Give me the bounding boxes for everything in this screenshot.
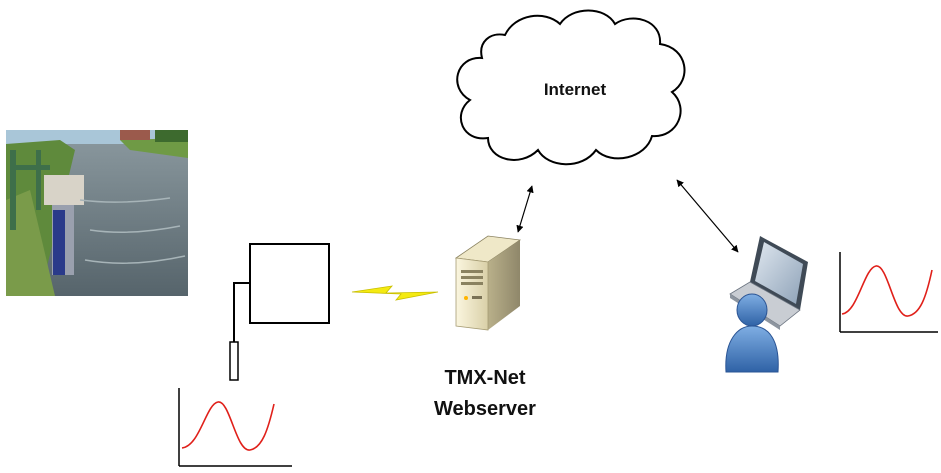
client-curve-chart	[839, 252, 938, 333]
server-icon	[454, 235, 522, 331]
user-icon	[725, 293, 779, 373]
sensor-probe	[229, 341, 239, 381]
internet-label: Internet	[543, 80, 607, 99]
chart-curve	[841, 265, 933, 317]
internet-laptop-arrow	[676, 179, 739, 253]
webserver-label-line1: TMX-Net	[444, 367, 526, 389]
cloud-icon	[456, 9, 686, 166]
river-gauge-photo	[6, 130, 188, 296]
webserver-label: TMX-Net Webserver	[410, 363, 560, 425]
server-internet-arrow	[516, 185, 534, 233]
chart-curve	[181, 401, 275, 451]
wireless-link-icon	[351, 285, 439, 301]
webserver-label-line2: Webserver	[434, 398, 536, 420]
sensor-curve-chart	[178, 388, 292, 467]
data-logger	[229, 243, 330, 381]
